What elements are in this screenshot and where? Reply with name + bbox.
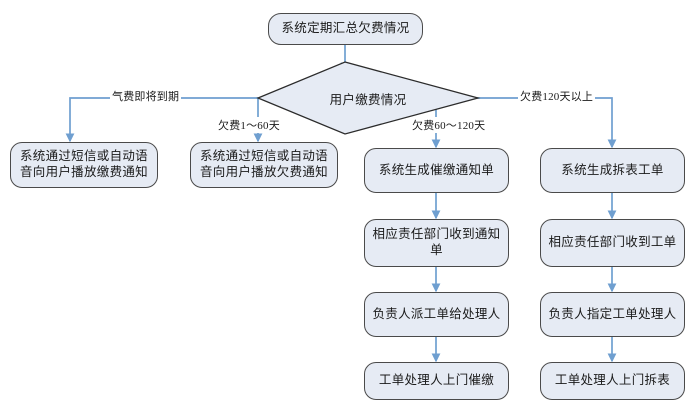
node-start[interactable]: 系统定期汇总欠费情况	[268, 13, 423, 45]
decision-diamond-shape	[256, 61, 481, 135]
node-start-label: 系统定期汇总欠费情况	[281, 21, 410, 36]
node-col3-step4-label: 工单处理人上门催缴	[378, 373, 495, 388]
node-col1-step1[interactable]: 系统通过短信或自动语音向用户播放缴费通知	[10, 142, 158, 188]
node-col3-step4[interactable]: 工单处理人上门催缴	[364, 362, 509, 400]
node-col2-step1-label: 系统通过短信或自动语音向用户播放欠费通知	[199, 149, 328, 179]
node-col4-step2[interactable]: 相应责任部门收到工单	[540, 219, 685, 267]
node-col3-step3[interactable]: 负责人派工单给处理人	[364, 292, 509, 337]
node-col4-step3[interactable]: 负责人指定工单处理人	[540, 292, 685, 337]
node-col3-step3-label: 负责人派工单给处理人	[372, 306, 501, 321]
edge-label-branch-4: 欠费120天以上	[518, 88, 596, 104]
node-col4-step1-label: 系统生成拆表工单	[561, 162, 664, 177]
node-col4-step1[interactable]: 系统生成拆表工单	[540, 148, 685, 193]
node-col1-step1-label: 系统通过短信或自动语音向用户播放缴费通知	[19, 149, 148, 179]
node-col4-step4[interactable]: 工单处理人上门拆表	[540, 362, 685, 400]
node-col2-step1[interactable]: 系统通过短信或自动语音向用户播放欠费通知	[190, 142, 338, 188]
edge-label-branch-1: 气费即将到期	[110, 88, 182, 104]
edge-decision-to-col4	[436, 97, 617, 149]
node-col4-step3-label: 负责人指定工单处理人	[548, 306, 677, 321]
node-col4-step2-label: 相应责任部门收到工单	[548, 235, 677, 250]
node-col3-step1[interactable]: 系统生成催缴通知单	[364, 148, 509, 193]
node-col3-step2[interactable]: 相应责任部门收到通知单	[364, 219, 509, 267]
edge-label-branch-2: 欠费1～60天	[216, 117, 282, 133]
edge-label-branch-3: 欠费60～120天	[410, 117, 488, 133]
node-col4-step4-label: 工单处理人上门拆表	[554, 373, 671, 388]
node-col3-step1-label: 系统生成催缴通知单	[378, 162, 495, 177]
node-col3-step2-label: 相应责任部门收到通知单	[372, 227, 501, 257]
edge-decision-to-col1	[65, 97, 258, 143]
